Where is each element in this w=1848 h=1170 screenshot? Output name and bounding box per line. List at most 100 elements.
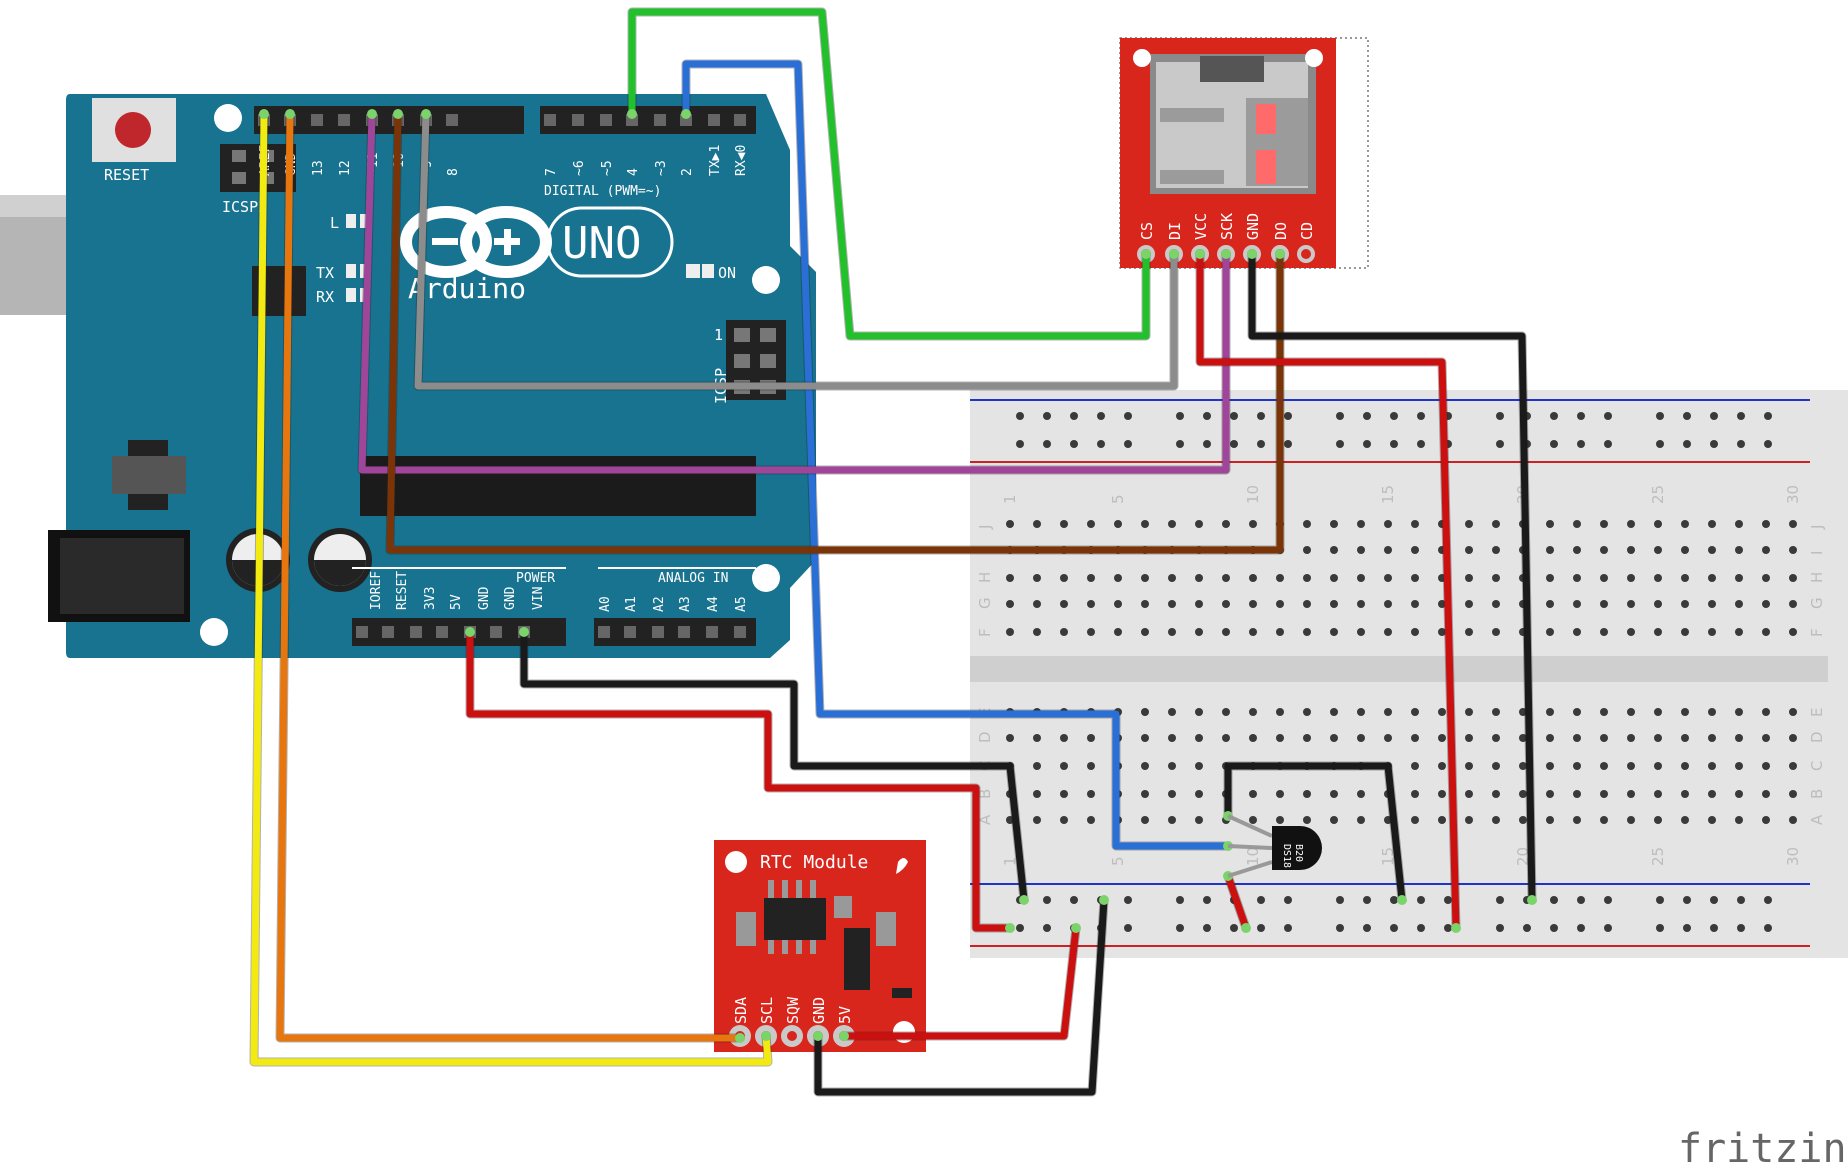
breadboard-hole <box>1411 816 1419 824</box>
wire-sd-vcc-to-rail[interactable] <box>1196 250 1460 932</box>
wire-endpoint <box>681 109 691 119</box>
wire-scl-to-rtc-scl[interactable] <box>276 110 744 1042</box>
wire-endpoint <box>519 627 529 637</box>
breadboard-hole <box>1492 628 1500 636</box>
icsp-pin1-label: 1 <box>714 326 723 344</box>
breadboard-hole <box>1600 628 1608 636</box>
breadboard-hole <box>1600 734 1608 742</box>
breadboard-column-number: 5 <box>1109 856 1127 866</box>
rail-hole <box>1363 924 1371 932</box>
digital-pin-label: ~3 <box>654 160 669 176</box>
breadboard-hole <box>1654 520 1662 528</box>
breadboard-hole <box>1438 816 1446 824</box>
breadboard-hole <box>1546 574 1554 582</box>
sd-pin-label: SCK <box>1218 213 1236 240</box>
breadboard-hole <box>1060 790 1068 798</box>
breadboard-row-letter: F <box>1808 628 1826 637</box>
breadboard-hole <box>1627 762 1635 770</box>
wire-sensor-vcc-to-rail[interactable] <box>1224 872 1250 932</box>
analog-header <box>594 618 756 646</box>
breadboard-hole <box>1114 600 1122 608</box>
breadboard-hole <box>1276 628 1284 636</box>
rail-hole <box>1257 412 1265 420</box>
wire-endpoint <box>1397 895 1407 905</box>
rail-hole <box>1097 412 1105 420</box>
breadboard-hole <box>1708 574 1716 582</box>
breadboard-hole <box>1546 762 1554 770</box>
breadboard-hole <box>1762 628 1770 636</box>
breadboard-hole <box>1168 816 1176 824</box>
wire-endpoint <box>285 109 295 119</box>
wire-gnd-to-rail[interactable] <box>520 628 1028 904</box>
wire-endpoint <box>1005 923 1015 933</box>
rail-hole <box>1710 924 1718 932</box>
breadboard-hole <box>1789 762 1797 770</box>
breadboard-hole <box>1168 520 1176 528</box>
rail-hole <box>1336 924 1344 932</box>
breadboard-column-number: 1 <box>1001 494 1019 504</box>
rail-hole <box>1496 896 1504 904</box>
breadboard-row-letter: F <box>976 628 994 637</box>
power-pin-socket <box>490 626 502 638</box>
breadboard-hole <box>1762 816 1770 824</box>
rail-hole <box>1124 924 1132 932</box>
breadboard-hole <box>1033 734 1041 742</box>
breadboard-hole <box>1492 790 1500 798</box>
rail-hole <box>1043 924 1051 932</box>
sd-pin-label: CD <box>1298 222 1316 240</box>
breadboard-hole <box>1384 574 1392 582</box>
breadboard-row-letter: I <box>1808 551 1826 555</box>
breadboard-hole <box>1735 708 1743 716</box>
wire-pin2-to-sensor-data[interactable] <box>682 60 1232 850</box>
breadboard-hole <box>1303 816 1311 824</box>
wire-endpoint <box>1247 249 1257 259</box>
breadboard-hole <box>1033 816 1041 824</box>
breadboard-hole <box>1735 628 1743 636</box>
rail-hole <box>1016 924 1024 932</box>
wire-sda-to-rtc-sda[interactable] <box>250 110 772 1066</box>
rail-hole <box>1577 896 1585 904</box>
wire-pin4-to-sd-cs[interactable] <box>628 8 1150 340</box>
breadboard-hole <box>1519 734 1527 742</box>
wire-5v-to-rail[interactable] <box>466 628 1014 932</box>
wire-pin12-to-sd-do[interactable] <box>386 110 1284 554</box>
breadboard-hole <box>1195 762 1203 770</box>
breadboard-hole <box>1573 734 1581 742</box>
power-pin-socket <box>734 626 746 638</box>
breadboard-hole <box>1168 574 1176 582</box>
breadboard-hole <box>1330 734 1338 742</box>
breadboard-hole <box>1465 816 1473 824</box>
breadboard-hole <box>1708 546 1716 554</box>
breadboard-hole <box>1654 708 1662 716</box>
breadboard-hole <box>1735 816 1743 824</box>
breadboard-hole <box>1411 734 1419 742</box>
wire-endpoint <box>259 109 269 119</box>
breadboard-hole <box>1762 574 1770 582</box>
wire-sd-gnd-to-rail[interactable] <box>1248 250 1536 904</box>
wire-pin11-to-sd-di[interactable] <box>414 110 1178 390</box>
breadboard-hole <box>1546 628 1554 636</box>
breadboard-hole <box>1357 734 1365 742</box>
rail-hole <box>1737 440 1745 448</box>
breadboard-hole <box>1681 574 1689 582</box>
rail-hole <box>1203 440 1211 448</box>
breadboard-hole <box>1681 790 1689 798</box>
breadboard-hole <box>1735 520 1743 528</box>
power-pin-socket <box>678 626 690 638</box>
rail-hole <box>1523 924 1531 932</box>
rtc-title: RTC Module <box>760 852 868 873</box>
breadboard-hole <box>1249 734 1257 742</box>
breadboard-hole <box>1519 816 1527 824</box>
rail-hole <box>1257 896 1265 904</box>
wire-sensor-gnd-to-rail[interactable] <box>1224 762 1406 904</box>
rail-hole <box>1070 440 1078 448</box>
digital-label: DIGITAL (PWM=~) <box>544 184 661 199</box>
wire-endpoint <box>1071 923 1081 933</box>
wire-rtc-5v-to-rail[interactable] <box>840 924 1080 1040</box>
analog-pin-label: A5 <box>734 596 749 612</box>
breadboard-hole <box>1708 790 1716 798</box>
wire-rtc-gnd-to-rail[interactable] <box>814 896 1108 1096</box>
digital-pin-label: 7 <box>544 168 559 176</box>
breadboard-hole <box>1411 790 1419 798</box>
power-pin-socket <box>624 626 636 638</box>
